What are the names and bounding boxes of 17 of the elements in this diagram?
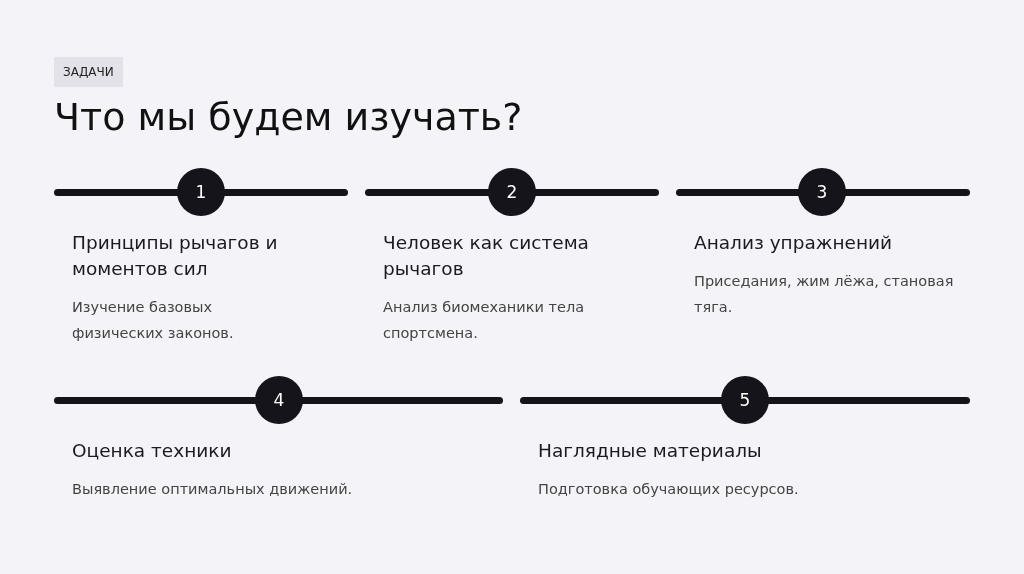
step-number: 1 bbox=[177, 168, 225, 216]
slide-title: Что мы будем изучать? bbox=[54, 94, 523, 141]
step-description: Выявление оптимальных движений. bbox=[72, 480, 354, 499]
step-heading: Человек как система рычагов bbox=[383, 231, 590, 281]
step-description: Анализ биомеханики тела спортсмена. bbox=[383, 298, 586, 343]
step-heading: Принципы рычагов и моментов сил bbox=[72, 231, 279, 281]
step-description: Приседания, жим лёжа, становая тяга. bbox=[694, 272, 954, 317]
step-description: Подготовка обучающих ресурсов. bbox=[538, 480, 800, 499]
step-number: 3 bbox=[798, 168, 846, 216]
step-description: Изучение базовых физических законов. bbox=[72, 298, 235, 343]
step-number: 5 bbox=[721, 376, 769, 424]
step-number: 2 bbox=[488, 168, 536, 216]
step-heading: Анализ упражнений bbox=[694, 231, 894, 255]
step-heading: Наглядные материалы bbox=[538, 439, 763, 463]
step-number: 4 bbox=[255, 376, 303, 424]
section-tag: ЗАДАЧИ bbox=[54, 57, 123, 87]
step-heading: Оценка техники bbox=[72, 439, 233, 463]
